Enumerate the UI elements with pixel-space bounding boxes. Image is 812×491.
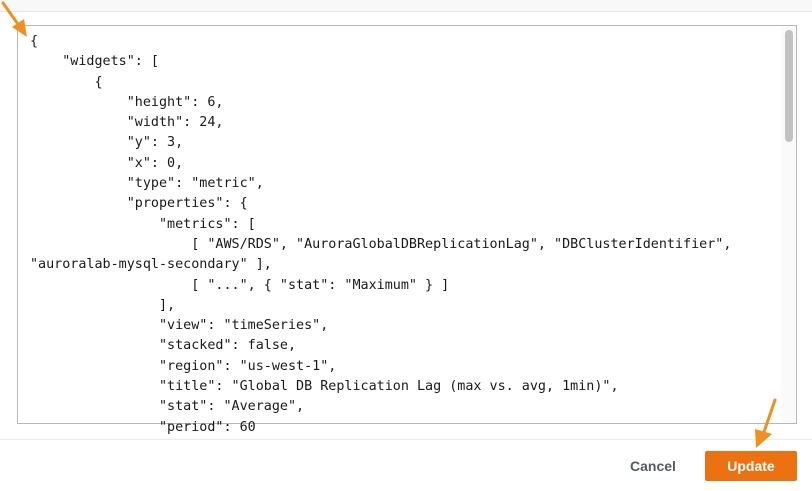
update-button[interactable]: Update bbox=[705, 451, 797, 481]
json-source-editor[interactable]: { "widgets": [ { "height": 6, "width": 2… bbox=[17, 25, 797, 435]
editor-scrollbar-thumb[interactable] bbox=[785, 30, 793, 142]
cancel-button[interactable]: Cancel bbox=[610, 451, 696, 481]
annotation-arrow-icon bbox=[755, 398, 777, 448]
annotation-arrow-icon bbox=[1, 1, 27, 37]
editor-scrollbar[interactable] bbox=[781, 26, 796, 423]
footer-divider bbox=[0, 439, 812, 440]
json-source-text[interactable]: { "widgets": [ { "height": 6, "width": 2… bbox=[30, 34, 732, 435]
modal-top-strip bbox=[0, 0, 812, 12]
